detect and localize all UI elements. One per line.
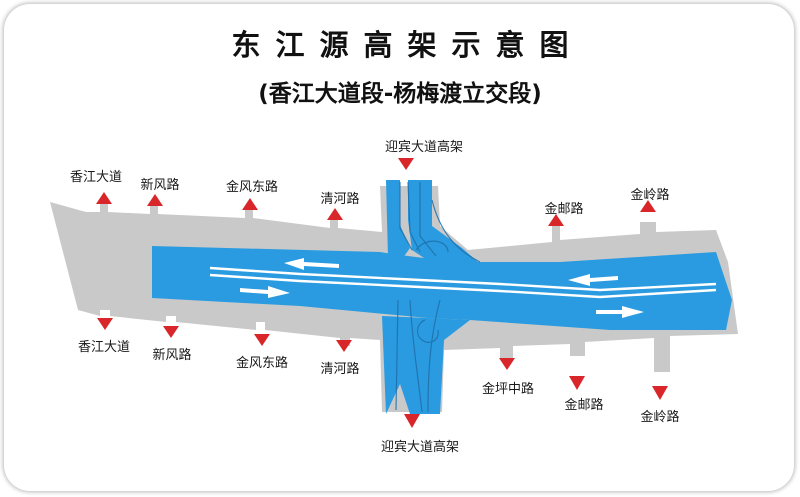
marker-bottom-left-2-icon [163,326,179,338]
exit-markers [96,158,668,428]
marker-bottom-left-1-icon [97,318,113,330]
marker-bottom-center-icon [404,414,420,428]
marker-bottom-right-2-icon [569,376,585,390]
label-bottom-left-4: 清河路 [320,362,360,377]
marker-top-left-4-icon [327,208,343,220]
label-top-left-3: 金风东路 [225,180,279,195]
arrow-west-icon [284,258,339,270]
label-bottom-left-3: 金风东路 [235,356,289,371]
label-top-left-2: 新风路 [140,178,180,193]
marker-top-right-2-icon [640,200,656,212]
marker-top-center-icon [398,158,414,170]
elevated-south-ramp [382,316,470,414]
arrow-east-icon-2 [596,306,644,318]
diagram-subtitle: (香江大道段-杨梅渡立交段) [258,81,542,107]
direction-arrows [240,258,644,318]
marker-top-left-3-icon [242,198,258,210]
label-top-center: 迎宾大道高架 [384,140,464,155]
marker-bottom-right-3-icon [652,386,668,400]
label-top-right-1: 金邮路 [544,202,584,217]
marker-top-left-1-icon [96,192,112,204]
diagram-title: 东江源高架示意图 [231,28,584,62]
label-bottom-right-3: 金岭路 [640,410,680,425]
marker-bottom-left-3-icon [254,334,270,346]
label-top-right-2: 金岭路 [630,188,670,203]
elevated-north-ramp [386,180,410,262]
label-bottom-left-2: 新风路 [152,348,192,363]
marker-bottom-right-1-icon [499,358,515,370]
label-bottom-center: 迎宾大道高架 [380,440,460,455]
marker-bottom-left-4-icon [336,340,352,352]
label-bottom-right-2: 金邮路 [564,398,604,413]
label-top-left-4: 清河路 [320,192,360,207]
marker-top-right-1-icon [548,214,564,226]
marker-top-left-2-icon [147,194,163,206]
elevated-north-ramp-2 [408,180,478,262]
arrow-west-icon-2 [568,274,618,286]
label-bottom-right-1: 金坪中路 [481,382,535,397]
label-top-left-1: 香江大道 [69,170,123,185]
median-line [209,266,717,292]
label-bottom-left-1: 香江大道 [77,340,131,355]
arrow-east-icon [240,286,290,298]
ramp-outlines [395,181,481,413]
